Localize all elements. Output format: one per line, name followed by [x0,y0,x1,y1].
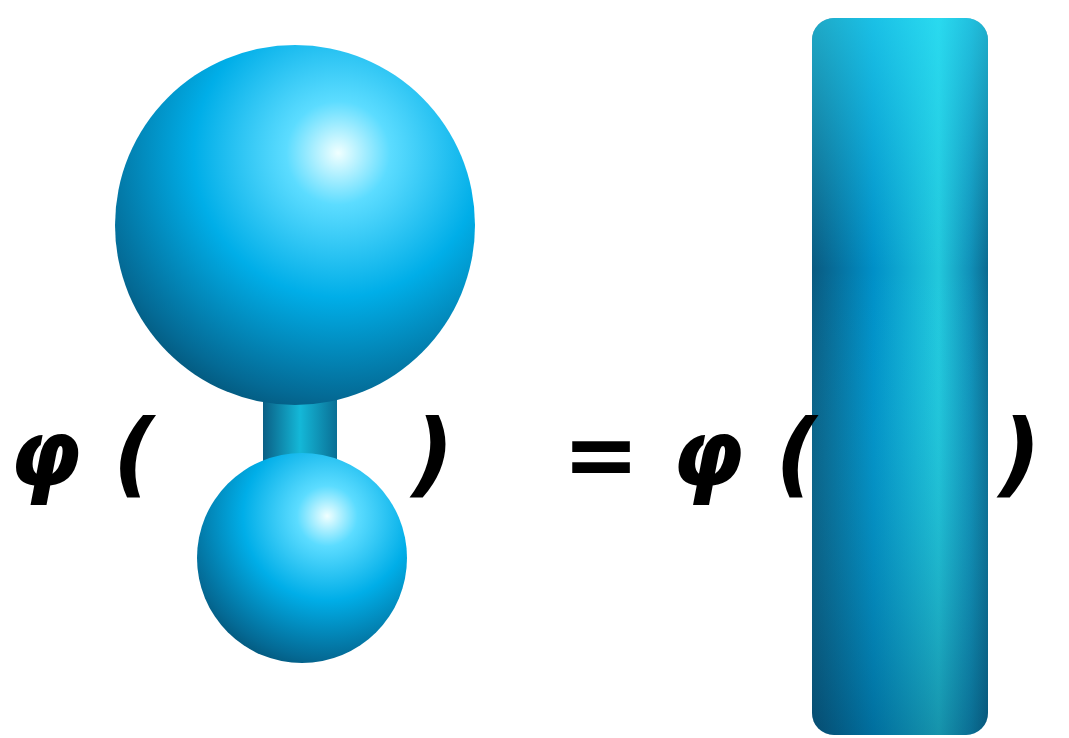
cylinder-shade [812,18,988,735]
equation-text: ) [412,409,454,501]
equation-text: = φ ( [562,409,817,501]
equation-text: φ ( [9,409,155,501]
equation-text: ) [999,409,1041,501]
large-sphere [115,45,475,405]
small-sphere [197,453,407,663]
cylinder [812,18,988,735]
